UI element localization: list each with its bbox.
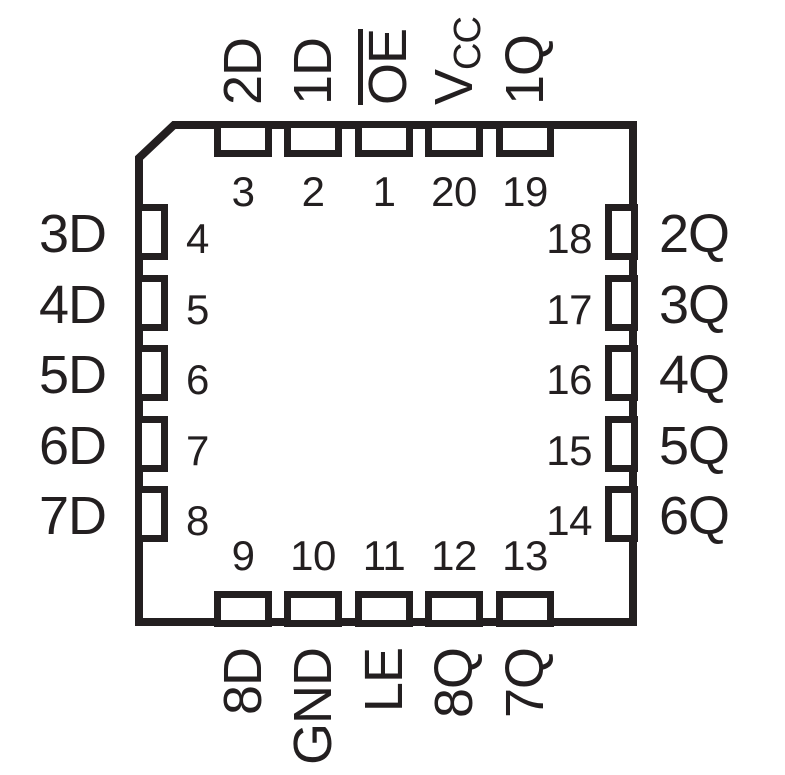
pin-number-14: 14: [546, 497, 592, 544]
pin-pad-8: [135, 486, 168, 542]
pin-pad-20: [425, 121, 483, 157]
pin-number-15: 15: [546, 427, 592, 474]
pin-number-19: 19: [502, 168, 548, 215]
vcc-subscript: CC: [447, 17, 489, 70]
pin-number-2: 2: [301, 168, 325, 215]
pin-label-le: LE: [354, 648, 414, 713]
pin-pad-18: [605, 204, 638, 260]
pin-pad-5: [135, 275, 168, 331]
pin-number-16: 16: [546, 356, 592, 403]
pin-label-3d: 3D: [38, 204, 107, 264]
pin-number-17: 17: [546, 286, 592, 333]
pin-pad-6: [135, 345, 168, 401]
pin-number-5: 5: [186, 286, 209, 333]
pin-pad-14: [605, 486, 638, 542]
pin-label-vcc: VCC: [424, 0, 489, 105]
pin-label-4q: 4Q: [659, 345, 730, 405]
pin-pad-1: [355, 121, 413, 157]
pin-label-1q: 1Q: [495, 34, 555, 105]
pin-pad-17: [605, 275, 638, 331]
pin-label-4d: 4D: [38, 275, 107, 335]
pin-label-6d: 6D: [38, 416, 107, 476]
pin-label-3q: 3Q: [659, 275, 730, 335]
pin-number-1: 1: [372, 168, 396, 215]
pin-label-8q: 8Q: [424, 648, 484, 719]
pin-label-8d: 8D: [213, 648, 273, 716]
pin-number-6: 6: [186, 356, 209, 403]
pin-pad-16: [605, 345, 638, 401]
pin-number-10: 10: [290, 532, 336, 579]
pin-pad-15: [605, 416, 638, 472]
pin-pad-19: [496, 121, 554, 157]
pin-pad-12: [425, 591, 483, 627]
pin-number-7: 7: [186, 427, 209, 474]
pin-pad-11: [355, 591, 413, 627]
pin-label-5q: 5Q: [659, 416, 730, 476]
pin-number-9: 9: [231, 532, 255, 579]
pin-pad-7: [135, 416, 168, 472]
overline-text: OE: [358, 28, 418, 105]
pin-pad-10: [284, 591, 342, 627]
pin-label-2q: 2Q: [659, 204, 730, 264]
pin-number-11: 11: [362, 532, 406, 579]
pin-label-7q: 7Q: [495, 648, 555, 719]
pin-number-3: 3: [231, 168, 255, 215]
pin-label-gnd: GND: [283, 648, 343, 765]
pin-pad-2: [284, 121, 342, 157]
pin-pad-4: [135, 204, 168, 260]
pin-label-2d: 2D: [213, 37, 273, 105]
pin-number-18: 18: [546, 215, 592, 262]
pin-number-20: 20: [431, 168, 477, 215]
pin-pad-13: [496, 591, 554, 627]
vcc-main: V: [424, 69, 484, 105]
pin-label-5d: 5D: [38, 345, 107, 405]
pin-label-oe: OE: [358, 0, 418, 105]
pin-number-12: 12: [431, 532, 477, 579]
pin-label-6q: 6Q: [659, 486, 730, 546]
pin-number-4: 4: [186, 215, 209, 262]
pin-number-8: 8: [186, 497, 209, 544]
pin-label-7d: 7D: [38, 486, 107, 546]
pin-pad-3: [214, 121, 272, 157]
pin-pad-9: [214, 591, 272, 627]
pin-label-1d: 1D: [283, 37, 343, 105]
pin-number-13: 13: [502, 532, 548, 579]
